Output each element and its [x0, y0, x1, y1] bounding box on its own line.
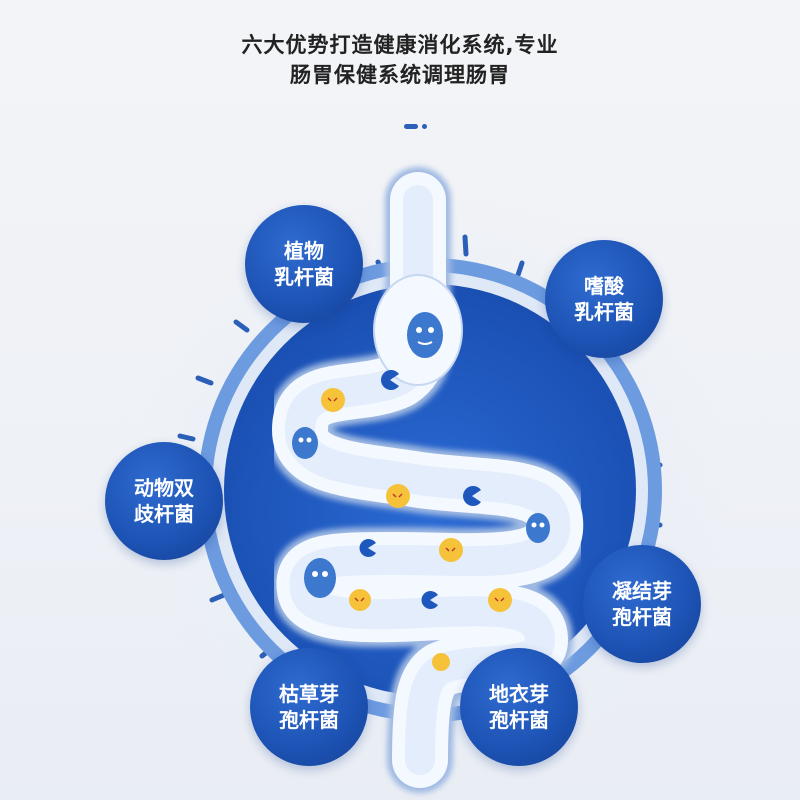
badge-line-1: 嗜酸: [584, 274, 624, 298]
badge-line-1: 地衣芽: [489, 682, 549, 706]
harmful-bacteria-icon: [488, 588, 512, 612]
badge-line-2: 乳杆菌: [274, 265, 334, 289]
probiotic-badge-bifidobacterium: 动物双 歧杆菌: [105, 442, 223, 560]
divider-bar: [404, 124, 418, 129]
badge-line-2: 孢杆菌: [489, 708, 549, 732]
probiotic-badge-plant-lactobacillus: 植物 乳杆菌: [245, 205, 363, 323]
probiotic-badge-bacillus-coagulans: 凝结芽 孢杆菌: [583, 545, 701, 663]
pacman-icon: [421, 591, 438, 610]
probiotic-badge-bacillus-licheniformis: 地衣芽 孢杆菌: [460, 648, 578, 766]
probiotic-badge-bacillus-subtilis: 枯草芽 孢杆菌: [250, 648, 368, 766]
badge-line-2: 歧杆菌: [134, 502, 194, 526]
pacman-icon: [463, 486, 481, 506]
pacman-icon: [381, 370, 399, 390]
probiotic-bacteria-icon: [304, 558, 336, 598]
badge-line-2: 乳杆菌: [574, 300, 634, 324]
probiotic-bacteria-icon: [407, 312, 443, 358]
harmful-bacteria-icon: [321, 388, 345, 412]
badge-line-1: 枯草芽: [279, 682, 339, 706]
probiotic-bacteria-icon: [292, 427, 318, 459]
harmful-bacteria-icon: [439, 538, 463, 562]
divider-decoration: [404, 124, 428, 129]
divider-dot: [422, 124, 427, 129]
harmful-bacteria-icon: [432, 653, 450, 671]
harmful-bacteria-icon: [386, 484, 410, 508]
badge-line-1: 植物: [284, 239, 324, 263]
headline-line-1: 六大优势打造健康消化系统,专业: [241, 33, 559, 57]
page-headline: 六大优势打造健康消化系统,专业 肠胃保健系统调理肠胃: [0, 30, 800, 90]
badge-line-1: 凝结芽: [612, 579, 672, 603]
probiotic-bacteria-icon: [526, 513, 550, 543]
pacman-icon: [359, 539, 376, 557]
headline-line-2: 肠胃保健系统调理肠胃: [290, 63, 510, 87]
harmful-bacteria-icon: [349, 589, 371, 611]
badge-line-2: 孢杆菌: [612, 605, 672, 629]
badge-line-1: 动物双: [134, 476, 194, 500]
probiotic-badge-acidophilus: 嗜酸 乳杆菌: [545, 240, 663, 358]
badge-line-2: 孢杆菌: [279, 708, 339, 732]
